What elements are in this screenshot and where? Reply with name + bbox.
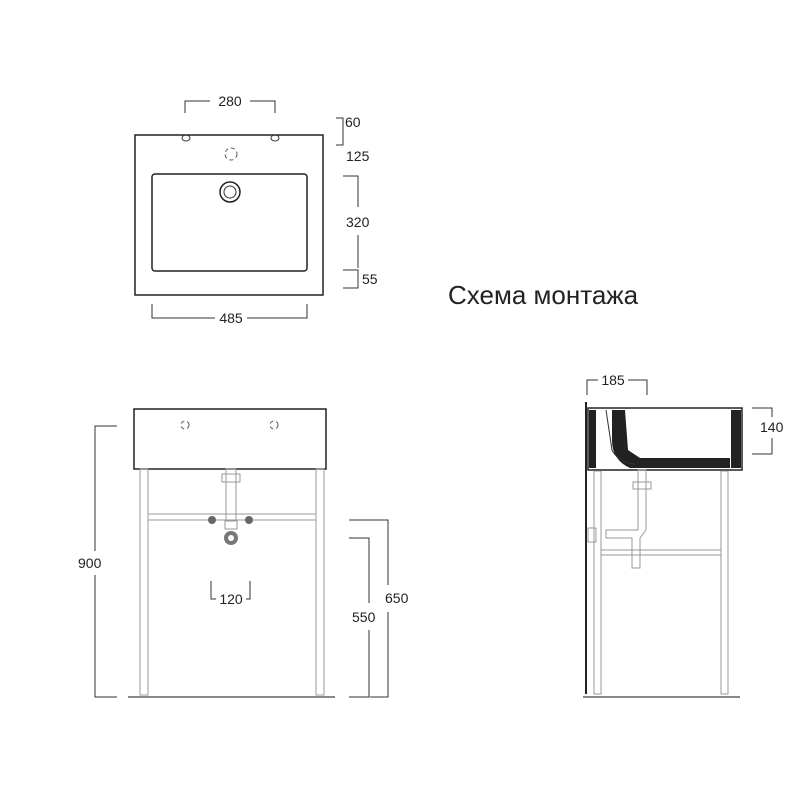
- front-tap-hole-left-icon: [180, 420, 190, 430]
- front-tap-hole-right-icon: [269, 420, 279, 430]
- dim-line-650: [349, 519, 389, 585]
- dim-label-650: 650: [385, 590, 409, 606]
- dim-line-120-right: [246, 581, 251, 600]
- dim-label-185: 185: [601, 372, 625, 388]
- basin-top-outline: [134, 134, 324, 296]
- drain-icon: [219, 181, 241, 203]
- dim-label-320: 320: [346, 214, 370, 230]
- dim-line-280-right: [250, 100, 276, 113]
- dim-line-550: [349, 537, 370, 603]
- wall-drain-center-icon: [228, 535, 234, 541]
- dim-line-120: [210, 581, 216, 600]
- dim-label-120: 120: [219, 591, 243, 607]
- side-siphon-nut: [632, 481, 652, 490]
- basin-front-outline: [133, 408, 327, 470]
- dim-line-140: [752, 407, 773, 417]
- dim-line-650-b: [370, 612, 389, 698]
- side-view: 185 140: [583, 372, 784, 698]
- diagram-title: Схема монтажа: [448, 280, 639, 310]
- dim-line-485: [151, 304, 215, 319]
- overflow-hole-icon: [224, 147, 238, 161]
- wall-drain-flange: [224, 520, 238, 530]
- dim-line-320: [343, 175, 359, 207]
- dim-label-485: 485: [219, 310, 243, 326]
- dim-label-125: 125: [346, 148, 370, 164]
- dim-line-900-b: [94, 575, 117, 698]
- frame-crossbar: [147, 513, 317, 521]
- dim-label-550: 550: [352, 609, 376, 625]
- basin-inner-line: [605, 409, 636, 465]
- dim-line-280: [184, 100, 210, 113]
- basin-side-profile: [587, 407, 743, 471]
- side-frame-crossbar: [600, 549, 722, 556]
- wall-fitting-right-icon: [245, 516, 253, 524]
- dim-label-60: 60: [345, 114, 361, 130]
- side-frame-leg-back: [593, 470, 602, 695]
- side-frame-leg-front: [720, 470, 729, 695]
- tap-hole-left-icon: [181, 134, 191, 142]
- dim-label-280: 280: [218, 93, 242, 109]
- front-view: 900 120 550 650: [78, 408, 409, 698]
- basin-bowl-profile: [612, 410, 730, 468]
- dim-line-185: [586, 379, 598, 395]
- basin-wall-left: [589, 410, 596, 468]
- dim-line-60: [336, 117, 344, 146]
- wall-fitting-left-icon: [208, 516, 216, 524]
- dim-line-550-b: [349, 630, 370, 698]
- frame-leg-right: [315, 468, 325, 696]
- siphon-pipe: [225, 468, 237, 522]
- tap-hole-right-icon: [270, 134, 280, 142]
- bowl-outline: [151, 173, 308, 272]
- dim-label-140: 140: [760, 419, 784, 435]
- top-view: 280 60 125 320 55 485: [134, 93, 378, 326]
- basin-wall-right: [731, 410, 741, 468]
- dim-label-900: 900: [78, 555, 102, 571]
- dim-line-55: [343, 269, 359, 289]
- drain-inner-icon: [223, 185, 237, 199]
- dim-label-55: 55: [362, 271, 378, 287]
- dim-line-140-b: [752, 438, 773, 455]
- side-wall-fitting: [587, 527, 597, 543]
- side-siphon: [605, 469, 647, 569]
- frame-leg-left: [139, 468, 149, 696]
- siphon-nut: [221, 473, 241, 483]
- dim-line-185-right: [628, 379, 648, 395]
- dim-line-900: [94, 425, 117, 551]
- dim-line-485-right: [247, 304, 308, 319]
